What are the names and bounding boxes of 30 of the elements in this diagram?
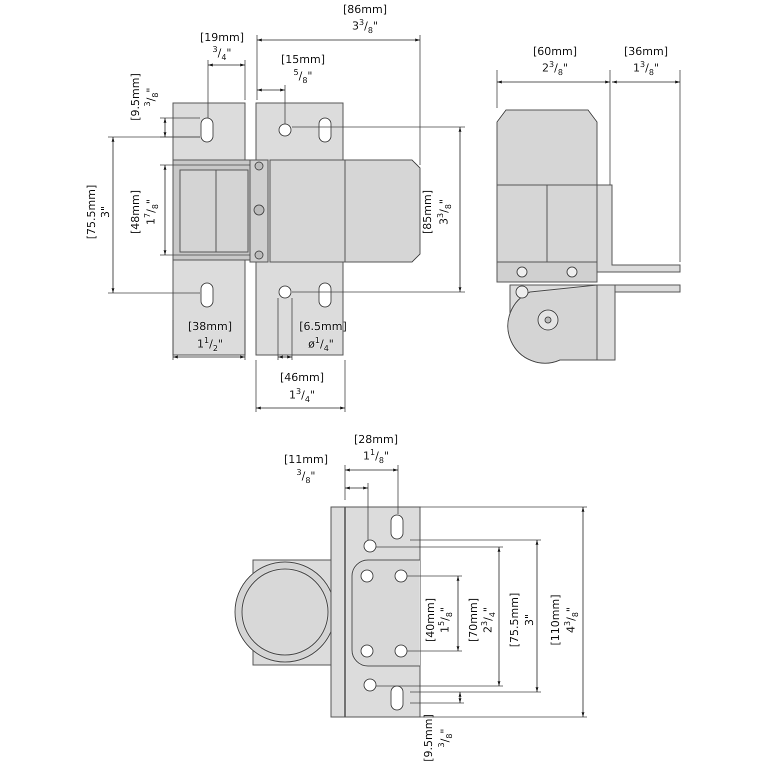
dimension-label: [75.5mm] bbox=[86, 184, 98, 240]
dimension-label: [85mm] bbox=[422, 190, 434, 234]
dimension-label: [70mm] bbox=[468, 598, 480, 642]
dimension-label: [9.5mm] bbox=[423, 714, 435, 762]
dimension-label: [36mm] bbox=[624, 46, 668, 58]
dimension-label: [19mm] bbox=[200, 32, 244, 44]
dimension-label: [38mm] bbox=[188, 321, 232, 333]
dimension-label: 1$^{3}$/$_{8}$" bbox=[633, 59, 659, 79]
dimension-label: [11mm] bbox=[284, 454, 328, 466]
dimension-label: 1$^{1}$/$_{2}$" bbox=[197, 335, 223, 355]
dimension-label: $^{3}$/$_{4}$" bbox=[212, 44, 232, 64]
dimension-label: [110mm] bbox=[550, 594, 562, 646]
dimension-label: 3" bbox=[100, 206, 112, 218]
dimension-label: [86mm] bbox=[343, 4, 387, 16]
dimension-label: [40mm] bbox=[425, 598, 437, 642]
dimension-label: [46mm] bbox=[280, 372, 324, 384]
dimension-label: [60mm] bbox=[533, 46, 577, 58]
dimension-label: $^{3}$/$_{8}$" bbox=[296, 467, 316, 487]
dimension-label: 3" bbox=[524, 614, 536, 626]
dimension-label: 3$^{3}$/$_{8}$" bbox=[352, 17, 378, 37]
dimension-label: [15mm] bbox=[281, 54, 325, 66]
dimension-label: [28mm] bbox=[354, 434, 398, 446]
dimension-label: $^{5}$/$_{8}$" bbox=[294, 67, 312, 87]
dimension-label: [9.5mm] bbox=[130, 73, 142, 121]
dimension-label: 1$^{3}$/$_{4}$" bbox=[289, 386, 315, 406]
dimension-label: [48mm] bbox=[130, 190, 142, 234]
dimension-label: 2$^{3}$/$_{8}$" bbox=[542, 59, 568, 79]
dimension-label: [75.5mm] bbox=[509, 592, 521, 648]
dimension-label: 1$^{1}$/$_{8}$" bbox=[363, 447, 389, 467]
dimension-label: ø$^{1}$/$_{4}$" bbox=[308, 335, 334, 355]
